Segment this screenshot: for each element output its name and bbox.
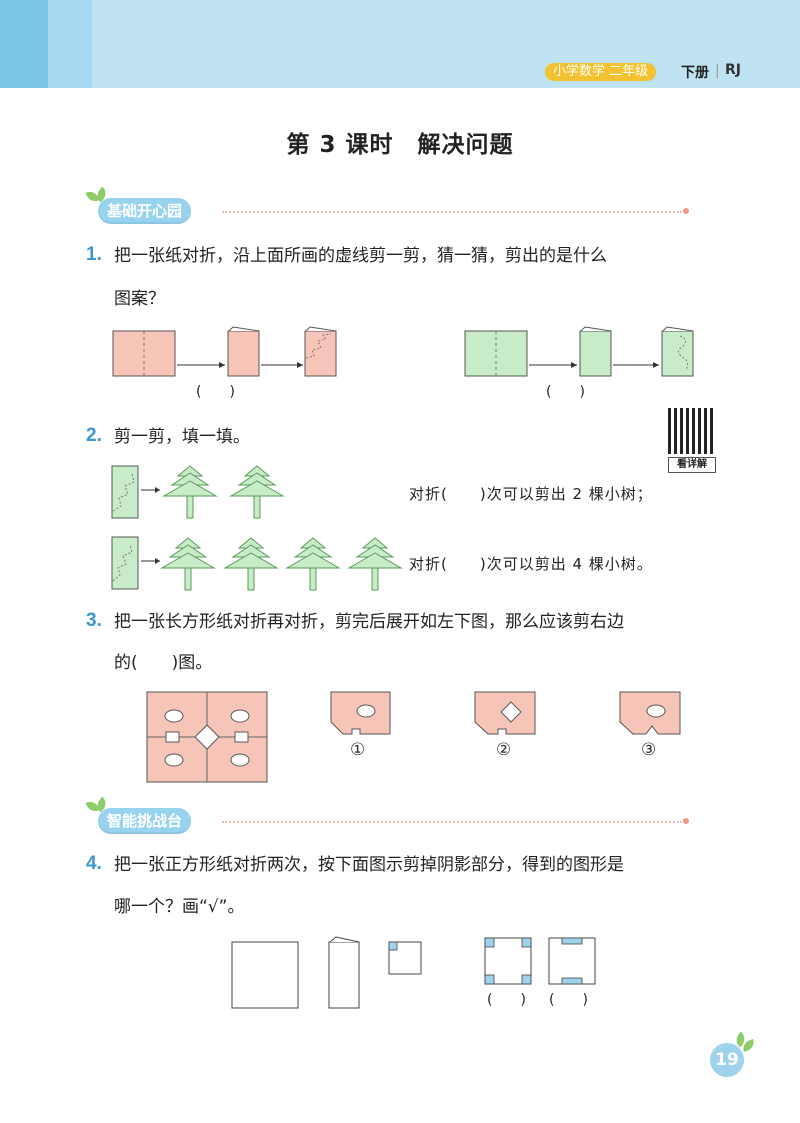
q2-number: 2. [86,425,102,446]
edition-label: RJ [725,62,741,78]
q2-row2-text: 对折( )次可以剪出 4 棵小树。 [409,555,653,573]
q3-option-2-label[interactable]: ② [496,740,512,760]
header-separator: | [715,63,720,79]
q4-number: 4. [86,853,102,874]
section-divider [222,821,682,823]
q1-answer-blank-a[interactable]: ( ) [196,384,235,400]
q4-text-line2: 哪一个？画“√”。 [114,897,245,917]
q1-number: 1. [86,244,102,265]
q3-text-line2: 的( )图。 [114,653,213,673]
q3-number: 3. [86,610,102,631]
q1-text-line1: 把一张纸对折，沿上面所画的虚线剪一剪，猜一猜，剪出的是什么 [114,246,607,266]
q1-answer-blank-b[interactable]: ( ) [546,384,585,400]
section-divider [222,211,682,213]
q2-text: 剪一剪，填一填。 [114,427,250,447]
volume-label: 下册 [681,65,709,81]
section-basic-title: 基础开心园 [98,198,192,224]
q4-text-line1: 把一张正方形纸对折两次，按下面图示剪掉阴影部分，得到的图形是 [114,855,624,875]
page-title: 第 3 课时 解决问题 [286,132,514,158]
header-stripe-dark [0,0,48,88]
q3-text-line1: 把一张长方形纸对折再对折，剪完后展开如左下图，那么应该剪右边 [114,612,624,632]
section-challenge-title: 智能挑战台 [98,808,192,834]
divider-end-dot [683,818,689,824]
qr-code-icon[interactable] [668,408,714,454]
qr-code-label: 看详解 [668,457,716,473]
subject-grade-tag: 小学数学 二年级 [545,63,657,81]
q4-answer-blank-a[interactable]: ( ) [487,992,526,1008]
q3-option-1-label[interactable]: ① [350,740,366,760]
divider-end-dot [683,208,689,214]
q4-answer-blank-b[interactable]: ( ) [549,992,588,1008]
q3-option-3-label[interactable]: ③ [641,740,657,760]
header-band [0,0,800,88]
q2-row1-text: 对折( )次可以剪出 2 棵小树； [409,485,653,503]
q1-text-line2: 图案？ [114,289,165,309]
page-number: 19 [710,1043,744,1077]
header-stripe-mid [48,0,92,88]
